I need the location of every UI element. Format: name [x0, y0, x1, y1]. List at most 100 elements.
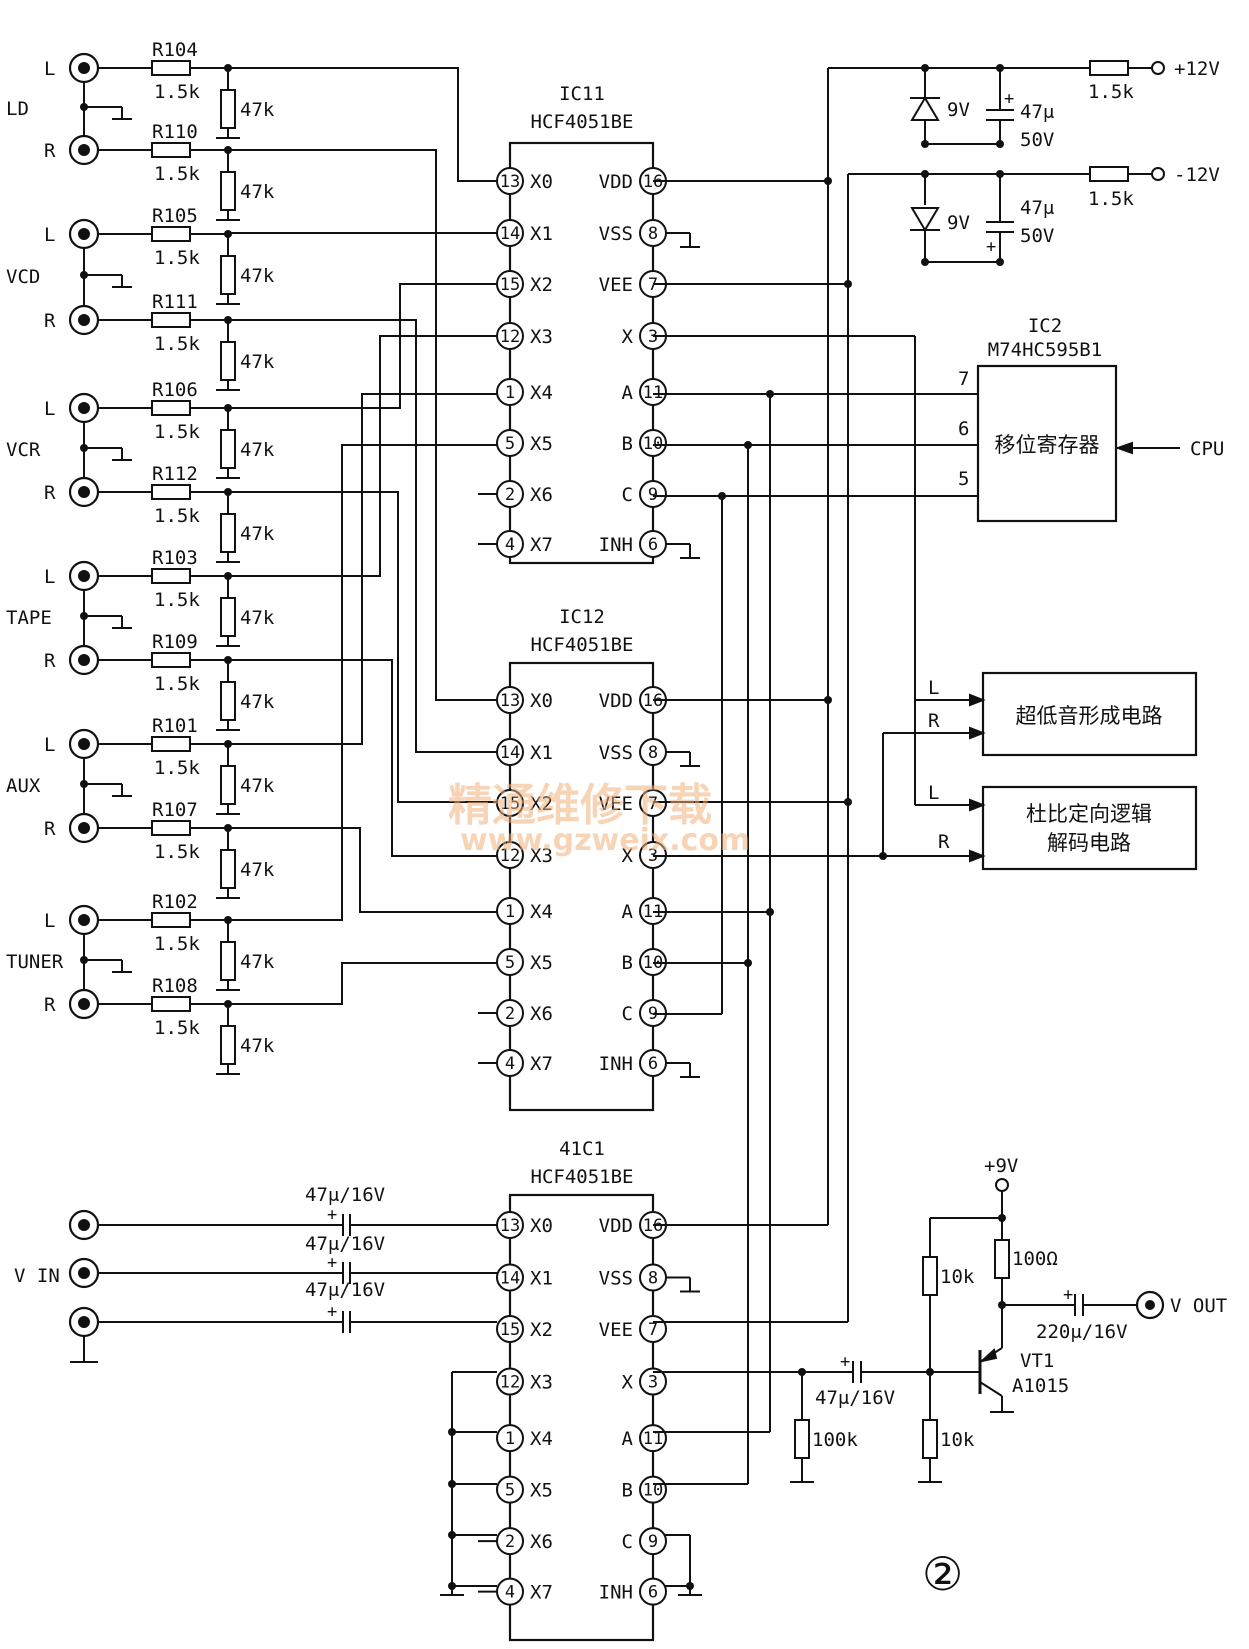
jack-center: [78, 62, 90, 74]
pin-name: X4: [530, 382, 553, 404]
jack-center: [78, 738, 90, 750]
ic11-part: HCF4051BE: [531, 111, 634, 133]
c-out-plus: +: [1063, 1285, 1073, 1305]
series-resistor: [151, 400, 191, 416]
series-resistor: [151, 568, 191, 584]
pin-name: X: [622, 326, 634, 348]
vout-cin-plus: +: [840, 1352, 850, 1372]
series-resistor-ref: R112: [152, 463, 198, 485]
pin-name: C: [622, 1531, 633, 1553]
pin-name: VSS: [599, 223, 633, 245]
shunt-resistor: [220, 255, 236, 295]
ic12-part: HCF4051BE: [531, 634, 634, 656]
neg12v-terminal: [1151, 167, 1165, 181]
pin-number: 3: [648, 1373, 658, 1393]
channel-side-label: R: [44, 482, 56, 504]
pos-rail-resistor: [1089, 60, 1129, 76]
ic11-pin-circle: [496, 429, 524, 457]
pin-number: 1: [505, 1429, 515, 1449]
pin-number: 2: [505, 485, 515, 505]
ic11: IC11 HCF4051BE: [508, 83, 655, 565]
pin-name: C: [622, 484, 633, 506]
pin-name: X4: [530, 1428, 553, 1450]
pin-number: 2: [505, 1532, 515, 1552]
channel-side-label: R: [44, 994, 56, 1016]
pin-name: X2: [530, 1319, 553, 1341]
signal-route: [228, 335, 497, 577]
pin-name: X6: [530, 484, 553, 506]
pin-name: C: [622, 1003, 633, 1025]
pin-number: 15: [500, 275, 520, 295]
r-emitter: [994, 1239, 1010, 1279]
shunt-resistor: [220, 765, 236, 805]
pin-name: X0: [530, 690, 553, 712]
pin-number: 11: [643, 1429, 663, 1449]
channel-side-label: R: [44, 140, 56, 162]
shunt-resistor-value: 47k: [240, 351, 275, 373]
pin-name: B: [622, 1480, 633, 1502]
ic41: 41C1 HCF4051BE: [508, 1138, 655, 1642]
cpu-label: CPU: [1190, 438, 1224, 460]
shunt-resistor: [220, 597, 236, 637]
bass-block: [981, 671, 1198, 757]
signal-route: [228, 659, 497, 857]
pin-number: 6: [648, 535, 658, 555]
pin-name: X1: [530, 742, 553, 764]
pin-name: X0: [530, 171, 553, 193]
dolby-block: [981, 785, 1198, 871]
pin-name: X7: [530, 1582, 553, 1604]
pin-name: X5: [530, 1480, 553, 1502]
pin-name: X7: [530, 534, 553, 556]
shunt-resistor: [220, 89, 236, 129]
series-resistor-value: 1.5k: [154, 589, 200, 611]
jack-center: [78, 822, 90, 834]
pin-name: B: [622, 952, 633, 974]
pin-name: X3: [530, 326, 553, 348]
pin-name: INH: [599, 534, 633, 556]
pin-name: VDD: [599, 171, 633, 193]
ic41-pin-circle: [496, 1475, 524, 1504]
pin-number: 7: [648, 1320, 658, 1340]
pin-number: 8: [648, 1269, 658, 1289]
ic12: IC12 HCF4051BE: [508, 606, 655, 1112]
pin-number: 10: [643, 1481, 663, 1501]
pin-number: 9: [648, 1532, 658, 1552]
ic41-part: HCF4051BE: [531, 1166, 634, 1188]
dolby-block-line1: 杜比定向逻辑: [1026, 802, 1152, 826]
pin-name: X6: [530, 1531, 553, 1553]
pin-name: B: [622, 433, 633, 455]
shunt-resistor: [220, 849, 236, 889]
zener-pos-label: 9V: [947, 99, 970, 121]
shunt-resistor-value: 47k: [240, 951, 275, 973]
series-resistor-ref: R111: [152, 291, 198, 313]
channel-side-label: L: [44, 910, 55, 932]
jack-center: [78, 998, 90, 1010]
ic2: IC2 M74HC595B1 移位寄存器 7 6 5 CPU: [958, 315, 1224, 523]
pin-number: 5: [505, 1481, 515, 1501]
ic41-pin-a: 11A: [622, 1424, 667, 1453]
ic41-body: [508, 1193, 655, 1642]
jack-center: [78, 570, 90, 582]
series-resistor-ref: R103: [152, 547, 198, 569]
pin-name: VDD: [599, 1215, 633, 1237]
pin-name: X6: [530, 1003, 553, 1025]
shunt-resistor-value: 47k: [240, 181, 275, 203]
channel-side-label: R: [44, 650, 56, 672]
signal-route: [228, 491, 497, 803]
signal-route: [228, 67, 497, 182]
pin-name: VSS: [599, 1268, 633, 1290]
ic41-pin-circle: [496, 1424, 524, 1453]
signal-route: [228, 827, 497, 913]
